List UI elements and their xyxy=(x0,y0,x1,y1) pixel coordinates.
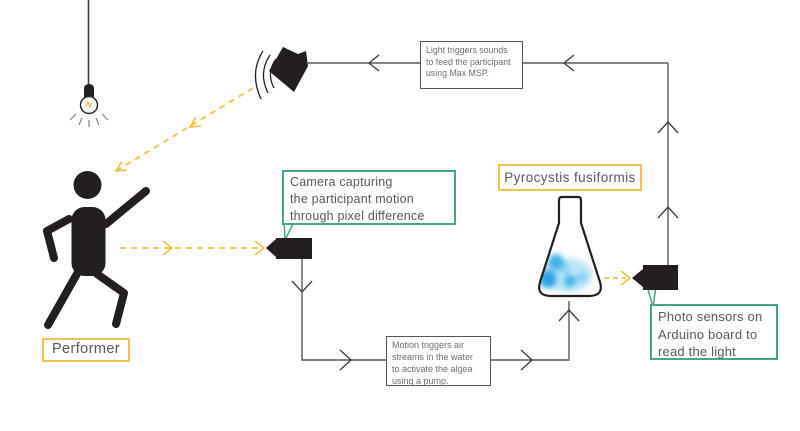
speaker-icon xyxy=(254,47,308,100)
photo-sensor-icon xyxy=(632,265,678,290)
bulb-socket xyxy=(84,84,94,98)
performer-label: Performer xyxy=(42,338,130,362)
pyrocystis-label: Pyrocystis fusiformis xyxy=(498,164,642,191)
motion-triggers-box: Motion triggers air streams in the water… xyxy=(386,336,491,386)
flow-arrowheads xyxy=(291,54,679,371)
line-motionbox-to-flask xyxy=(491,301,570,361)
sensor-lens xyxy=(632,269,643,287)
camera-callout: Camera capturing the participant motion … xyxy=(282,170,456,225)
video-camera-icon xyxy=(266,238,312,259)
performer-limbs xyxy=(43,187,150,329)
sound-waves xyxy=(254,50,277,100)
dashed-arrowhead-5 xyxy=(620,270,632,286)
photo-sensors-callout: Photo sensors on Arduino board to read t… xyxy=(650,304,778,360)
dashed-arrowhead-1 xyxy=(188,117,202,128)
arrow-right-2 xyxy=(520,349,534,371)
performer-body xyxy=(71,207,106,276)
light-rays xyxy=(69,113,109,127)
arrow-left-2 xyxy=(562,54,575,72)
arrow-right-1 xyxy=(339,349,353,371)
sensor-body xyxy=(643,265,678,290)
flow-lines xyxy=(301,62,669,361)
dashed-signal-arrows xyxy=(114,87,632,286)
dashed-arrowhead-2 xyxy=(114,161,128,172)
dashed-speaker-to-performer xyxy=(115,87,254,172)
camera-lens xyxy=(266,239,276,257)
performer-head xyxy=(73,171,102,199)
performer-figure-icon xyxy=(43,171,150,329)
arrow-left-1 xyxy=(367,54,380,72)
light-bulb-icon xyxy=(69,0,109,127)
camera-body xyxy=(276,238,312,259)
arrow-up-2 xyxy=(657,205,679,219)
flask-outline xyxy=(538,195,602,298)
light-triggers-box: Light triggers sounds to feed the partic… xyxy=(420,41,523,89)
line-camera-to-motionbox xyxy=(301,258,386,361)
bulb-filament xyxy=(85,100,93,109)
arrow-down-1 xyxy=(291,280,313,294)
dashed-arrowhead-4 xyxy=(254,240,266,256)
arrow-up-flask xyxy=(558,308,580,322)
erlenmeyer-flask-icon xyxy=(538,195,602,298)
speaker-horn xyxy=(269,47,308,92)
dashed-arrowhead-3 xyxy=(162,240,174,256)
arrow-up-1 xyxy=(657,120,679,134)
